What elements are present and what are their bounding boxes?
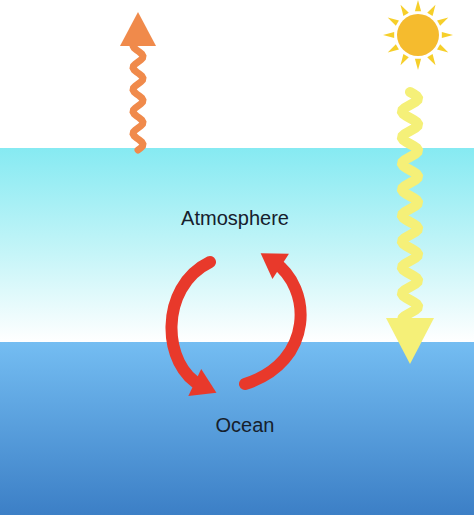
outgoing-radiation-arrow xyxy=(133,46,143,150)
sun-ray xyxy=(437,18,448,26)
sun-ray xyxy=(388,44,399,52)
sun-ray xyxy=(401,54,409,65)
sun-ray xyxy=(388,18,399,26)
sun-ray xyxy=(427,5,435,16)
exchange-arrow xyxy=(171,262,216,396)
exchange-arrow-shaft xyxy=(171,262,210,386)
sun-disc xyxy=(397,14,439,56)
sun-ray xyxy=(401,5,409,16)
sun-ray xyxy=(427,54,435,65)
arrow-head xyxy=(261,253,289,279)
sun-ray xyxy=(442,32,453,38)
ocean-band: Ocean xyxy=(0,342,474,515)
band-label: Ocean xyxy=(216,413,275,437)
sun-ray xyxy=(383,32,394,38)
band-label: Atmosphere xyxy=(181,206,289,230)
arrow-head xyxy=(188,369,216,396)
sun-ray xyxy=(437,44,448,52)
sun-icon xyxy=(383,0,453,70)
atmosphere-band: Atmosphere xyxy=(0,148,474,342)
sun-ray xyxy=(415,0,421,11)
ocean-band xyxy=(0,342,474,515)
outgoing-radiation-head xyxy=(120,12,156,46)
exchange-arrow xyxy=(245,253,301,384)
solar-radiation-arrow xyxy=(402,92,418,318)
sun-ray xyxy=(415,59,421,70)
solar-radiation-head xyxy=(386,318,434,364)
exchange-arrow-shaft xyxy=(245,262,301,384)
